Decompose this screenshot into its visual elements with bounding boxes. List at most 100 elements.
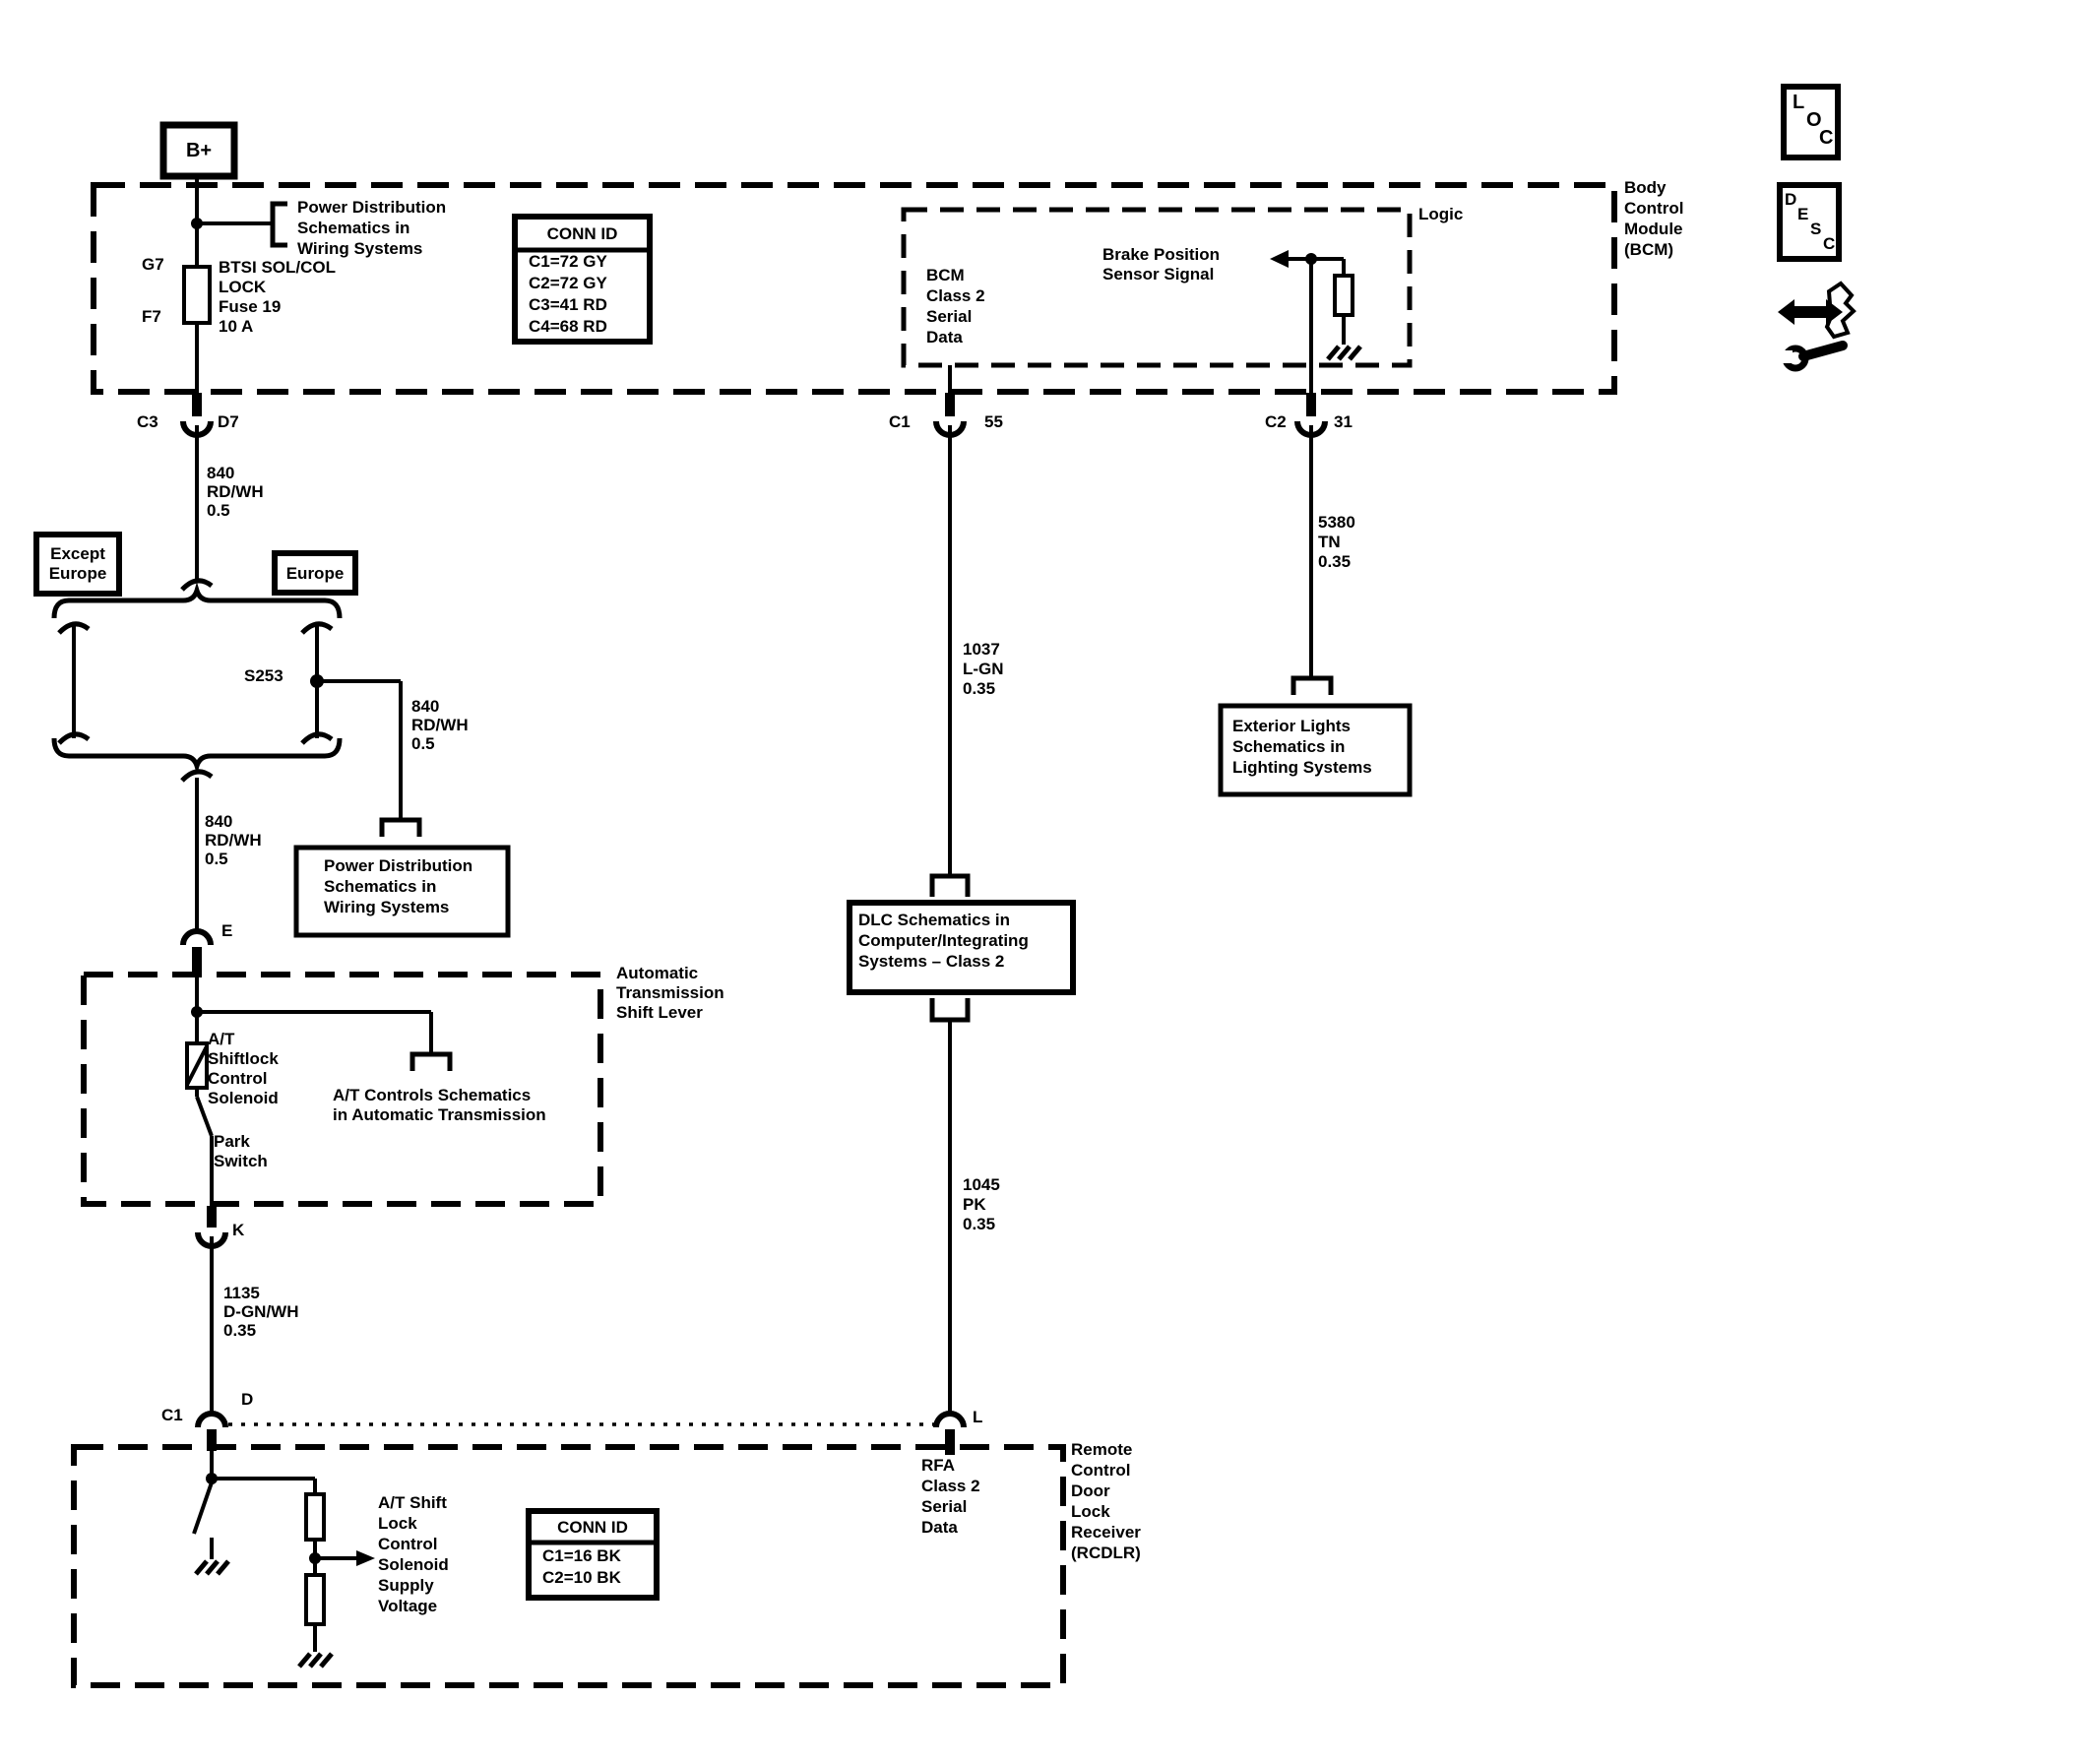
loc-icon[interactable] (1781, 84, 1841, 160)
fuse-pin-g7: G7 (142, 255, 164, 274)
shiftlock-solenoid-label: A/T Shiftlock Control Solenoid (208, 1030, 279, 1107)
pin-k: K (232, 1221, 245, 1239)
off-page-bracket-icon (929, 998, 971, 1023)
logic-label: Logic (1418, 205, 1464, 223)
desc-icon-letter: E (1797, 205, 1809, 223)
rcdlr-conn-id-row: C1=16 BK (542, 1546, 621, 1565)
double-arrow-icon (1778, 299, 1843, 325)
europe-label: Europe (285, 563, 345, 583)
off-page-bracket-icon (409, 1051, 453, 1071)
wire-5380-run (1290, 259, 1334, 695)
bcm-dashed-box (91, 182, 1617, 395)
exterior-lights-ref-label: Exterior Lights Schematics in Lighting S… (1232, 717, 1372, 777)
loc-icon-letter: C (1819, 127, 1834, 149)
off-page-bracket-icon (929, 873, 971, 897)
reference-bracket-icon (270, 201, 287, 248)
dlc-ref-box-label: DLC Schematics in Computer/Integrating S… (858, 911, 1029, 971)
pin-d: D (241, 1390, 254, 1409)
rcdlr-conn-id-row: C2=10 BK (542, 1568, 621, 1587)
brake-position-label: Brake Position Sensor Signal (1102, 245, 1221, 284)
dlc-ref-box (847, 900, 1076, 995)
except-europe-label: Except Europe (48, 544, 107, 583)
rcdlr-title: Remote Control Door Lock Receiver (RCDLR… (1071, 1440, 1141, 1562)
rcdlr-dashed-box (71, 1444, 1066, 1688)
bcm-conn-id-row: C3=41 RD (529, 295, 607, 314)
pin-d7: D7 (218, 412, 239, 431)
ground-icon (194, 1559, 230, 1576)
wire-840-label: 840 RD/WH 0.5 (411, 697, 469, 753)
ground-icon (1326, 345, 1362, 361)
rfa-class2-label: RFA Class 2 Serial Data (921, 1456, 980, 1537)
pin-55: 55 (984, 412, 1003, 431)
junction-dot (191, 218, 203, 229)
bcm-conn-id-row: C2=72 GY (529, 274, 607, 292)
pin-c2: C2 (1265, 412, 1287, 431)
pin-e: E (221, 921, 233, 940)
desc-icon-letter: C (1823, 234, 1836, 253)
navigation-arrow-wrench-icon[interactable] (1778, 281, 1857, 372)
at-controls-tap-wire (197, 1010, 453, 1071)
bcm-conn-id-box (512, 214, 653, 345)
fuse-pin-f7: F7 (142, 307, 161, 326)
pin-c1: C1 (889, 412, 911, 431)
park-switch-label: Park Switch (214, 1132, 268, 1170)
shiftlock-solenoid-symbol (185, 1041, 209, 1090)
bcm-conn-id-title: CONN ID (546, 223, 618, 243)
off-page-bracket-icon (379, 817, 422, 837)
off-page-bracket-icon (1290, 675, 1334, 695)
bcm-conn-id-row: C4=68 RD (529, 317, 607, 336)
wire-5380-label: 5380 TN 0.35 (1318, 513, 1355, 571)
wrench-handle-icon (1798, 341, 1848, 361)
park-switch-symbol (195, 1088, 214, 1205)
fuse-symbol (182, 265, 212, 325)
connector-l (933, 1411, 967, 1455)
bcm-logic-dashed-box (901, 207, 1413, 368)
europe-box (272, 550, 358, 596)
supply-voltage-arrow (315, 1550, 375, 1566)
supply-voltage-label: A/T Shift Lock Control Solenoid Supply V… (378, 1493, 449, 1615)
connector-e (180, 928, 214, 973)
rcdlr-conn-id-title: CONN ID (557, 1517, 628, 1537)
class2-serial-wire (929, 365, 971, 1414)
wire-840-label: 840 RD/WH 0.5 (207, 464, 264, 520)
power-dist-ref-top: Power Distribution Schematics in Wiring … (297, 198, 447, 258)
rcdlr-conn-id-box (526, 1508, 660, 1601)
rcdlr-switch-symbol (192, 1481, 214, 1559)
rcdlr-divider-network (212, 1477, 326, 1652)
wire-1037-label: 1037 L-GN 0.35 (963, 640, 1004, 698)
resistor-symbol (304, 1492, 326, 1542)
resistor-symbol (1333, 274, 1354, 317)
pin-c1-bottom: C1 (161, 1406, 183, 1424)
power-dist-ref-box-label: Power Distribution Schematics in Wiring … (324, 856, 473, 916)
connector-c1-d (195, 1411, 228, 1451)
ground-icon (297, 1652, 334, 1669)
pin-l: L (973, 1408, 983, 1426)
s253-to-power-dist-wire (317, 679, 422, 837)
desc-icon-letter: D (1785, 190, 1797, 209)
desc-icon[interactable] (1777, 182, 1842, 262)
wire-1135-label: 1135 D-GN/WH 0.35 (223, 1284, 299, 1340)
power-dist-ref-box (293, 845, 511, 938)
loc-icon-letter: O (1806, 109, 1822, 131)
inline-splice-hooks (57, 578, 334, 783)
bcm-conn-id-row: C1=72 GY (529, 252, 607, 271)
at-controls-ref-label: A/T Controls Schematics in Automatic Tra… (333, 1086, 546, 1124)
bcm-class2-label: BCM Class 2 Serial Data (926, 266, 985, 346)
pin-31: 31 (1334, 412, 1353, 431)
wire-840-label: 840 RD/WH 0.5 (205, 812, 262, 868)
exterior-lights-ref-box (1218, 703, 1413, 797)
shift-lever-title: Automatic Transmission Shift Lever (616, 964, 724, 1022)
desc-icon-letter: S (1810, 220, 1822, 238)
outline-pointer-icon (1824, 281, 1857, 340)
battery-label: B+ (185, 139, 213, 161)
except-europe-box (33, 532, 122, 597)
signal-arrow-icon (1270, 250, 1289, 268)
pin-c3: C3 (137, 412, 158, 431)
splice-s253-label: S253 (244, 666, 283, 685)
resistor-symbol (304, 1573, 326, 1626)
variant-braces (51, 582, 343, 775)
wire-1045-label: 1045 PK 0.35 (963, 1175, 1000, 1233)
shift-lever-dashed-box (81, 972, 603, 1207)
